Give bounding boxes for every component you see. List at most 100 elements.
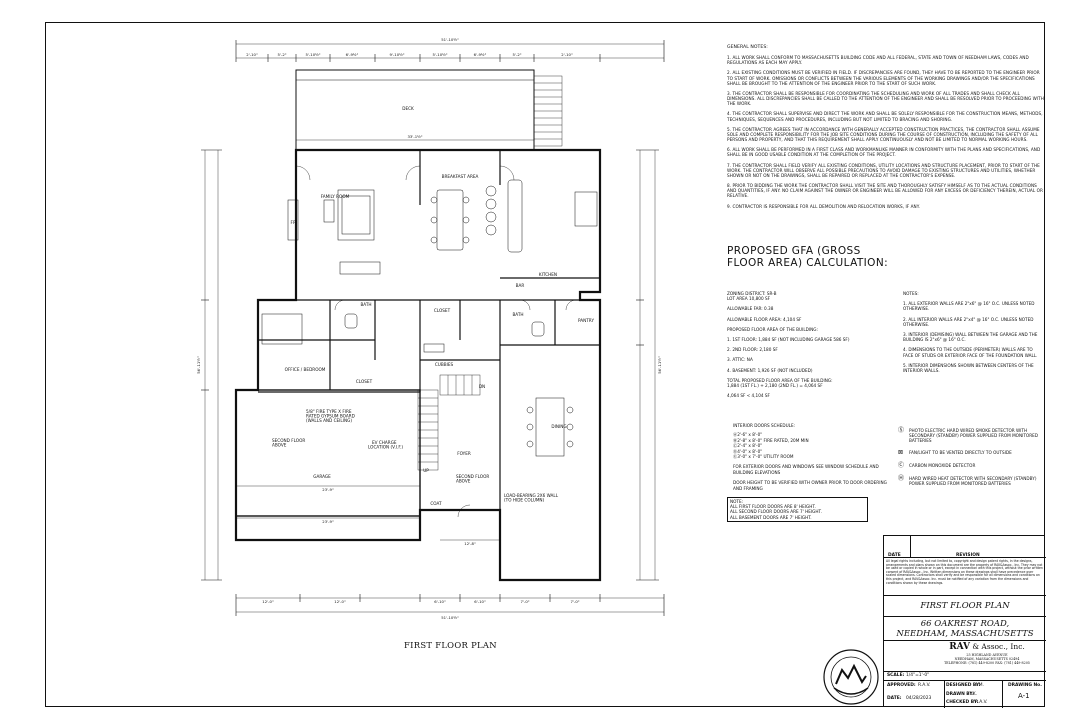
revision-date-label: DATE bbox=[888, 553, 901, 558]
ev-charge-note: EV CHARGE LOCATION (V.I.F.) bbox=[368, 440, 403, 449]
door-extra-2: DOOR HEIGHT TO BE VERIFIED WITH OWNER PR… bbox=[733, 480, 887, 491]
symbol-legend: Ⓢ PHOTO ELECTRIC HARD WIRED SMOKE DETECT… bbox=[898, 427, 1048, 493]
drawing-no-label: DRAWING No. bbox=[1008, 683, 1042, 688]
cubbies-label: CUBBIES bbox=[435, 362, 454, 367]
dim-top-seg-2: 5'-2" bbox=[278, 52, 287, 57]
closet-2-label: CLOSET bbox=[356, 379, 373, 384]
note-4: 4. DIMENSIONS TO THE OUTSIDE (PERIMETER)… bbox=[903, 347, 1038, 358]
second-floor-above-garage-line2: ABOVE bbox=[272, 442, 287, 447]
ev-charge-note-line1: EV CHARGE bbox=[372, 440, 397, 445]
second-floor-above-garage-line1: SECOND FLOOR bbox=[272, 438, 305, 443]
drawn-label: DRAWN BY: bbox=[946, 692, 974, 697]
scale-rule bbox=[884, 671, 1046, 672]
designed-value: I.M. bbox=[976, 683, 984, 688]
deck-label: DECK bbox=[402, 106, 414, 111]
dim-right-total: 56'-11½" bbox=[657, 356, 662, 374]
gfa-line-6: 2. 2ND FLOOR: 2,180 SF bbox=[727, 347, 778, 353]
gfa-title: PROPOSED GFA (GROSS FLOOR AREA) CALCULAT… bbox=[727, 245, 889, 269]
bar-label: BAR bbox=[516, 283, 525, 288]
garage-label: GARAGE bbox=[313, 474, 331, 479]
deck-stairs bbox=[533, 75, 563, 147]
revision-table: DATE REVISION bbox=[884, 536, 1046, 558]
gfa-line-8: 4. BASEMENT: 1,926 SF (NOT INCLUDED) bbox=[727, 367, 813, 373]
load-bearing-note-line1: LOAD-BEARING 2X6 WALL bbox=[504, 493, 559, 498]
title-block: DATE REVISION All legal rights including… bbox=[823, 535, 1046, 708]
note-5: 5. INTERIOR DIMENSIONS SHOWN BETWEEN CEN… bbox=[903, 362, 1034, 374]
door-height-note-box: NOTE: ALL FIRST FLOOR DOORS ARE 8' HEIGH… bbox=[727, 497, 868, 522]
breakfast-area-label: BREAKFAST AREA bbox=[442, 174, 479, 179]
dim-bottom-seg-2: 12'-0" bbox=[334, 599, 346, 604]
legend-text: PHOTO ELECTRIC HARD WIRED SMOKE DETECTOR… bbox=[909, 428, 1038, 444]
general-note-3: 3. THE CONTRACTOR SHALL BE RESPONSIBLE F… bbox=[727, 90, 1044, 107]
sheet-title: FIRST FLOOR PLAN bbox=[884, 595, 1046, 617]
firm-name-bold: RAV bbox=[949, 642, 970, 652]
dimension-ticks bbox=[201, 40, 665, 616]
date-label: DATE: bbox=[887, 696, 902, 701]
fire-rated-note-line1: 5/8" FIRE TYPE X FIRE bbox=[306, 409, 352, 414]
designed-label: DESIGNED BY: bbox=[946, 683, 981, 688]
approved-label: APPROVED: bbox=[887, 683, 916, 688]
firm-address-line1: 25 HIGHLAND AVENUE bbox=[966, 653, 1008, 657]
second-floor-above-foyer-line2: ABOVE bbox=[456, 478, 471, 483]
dim-bottom-seg-6: 7'-0" bbox=[571, 599, 580, 604]
firm-address: 25 HIGHLAND AVENUE NEEDHAM, MASSACHUSETT… bbox=[928, 653, 1046, 666]
load-bearing-note: LOAD-BEARING 2X6 WALL (TO HIDE COLUMN) bbox=[504, 493, 559, 502]
plan-title: FIRST FLOOR PLAN bbox=[404, 640, 497, 650]
furniture bbox=[261, 179, 598, 457]
ev-charge-note-line2: LOCATION (V.I.F.) bbox=[368, 444, 403, 449]
dim-top-seg-1: 2'-10" bbox=[246, 52, 258, 57]
door-swings bbox=[295, 165, 577, 518]
dim-bottom-seg-1: 12'-0" bbox=[262, 599, 274, 604]
main-stairs bbox=[417, 374, 481, 471]
general-notes: GENERAL NOTES: 1. ALL WORK SHALL CONFORM… bbox=[727, 45, 1047, 214]
title-rule bbox=[884, 640, 1046, 641]
general-note-4: 4. THE CONTRACTOR SHALL SUPERVISE AND DI… bbox=[727, 111, 1043, 122]
legend-fan-light: ⊠ FAN/LIGHT TO BE VENTED DIRECTLY TO OUT… bbox=[898, 450, 1048, 456]
note-3: 3. INTERIOR (DEMISING) WALL BETWEEN THE … bbox=[903, 332, 1038, 343]
fire-rated-note: 5/8" FIRE TYPE X FIRE RATED GYPSUM BOARD… bbox=[306, 409, 356, 423]
general-note-2: 2. ALL EXISTING CONDITIONS MUST BE VERIF… bbox=[727, 70, 1040, 86]
general-note-5: 5. THE CONTRACTOR AGREES THAT IN ACCORDA… bbox=[727, 126, 1040, 142]
dim-overall-top: 51'-10½" bbox=[441, 37, 459, 42]
gfa-calculation: ZONING DISTRICT: SR-B LOT AREA 10,800 SF… bbox=[727, 291, 887, 403]
drawing-sheet-border bbox=[45, 22, 1045, 707]
dim-top-seg-9: 2'-10" bbox=[561, 52, 573, 57]
door-item-b: Ⓑ2'-8" x 8'-0" FIRE RATED, 20M MIN bbox=[733, 437, 809, 443]
interior-doors-schedule: INTERIOR DOORS SCHEDULE: Ⓐ2'-6" x 8'-0" … bbox=[733, 423, 893, 491]
interior-walls bbox=[258, 150, 600, 580]
bath-2-label: BATH bbox=[512, 312, 523, 317]
drawn-value: I.K. bbox=[970, 692, 977, 697]
load-bearing-note-line2: (TO HIDE COLUMN) bbox=[504, 497, 545, 502]
dim-garage-width-2: 23'-9" bbox=[322, 519, 334, 524]
firm-address-line2: NEEDHAM, MASSACHUSETTS 02494 bbox=[954, 657, 1020, 662]
general-note-6: 6. ALL WORK SHALL BE PERFORMED IN A FIRS… bbox=[727, 147, 1041, 158]
general-notes-heading: GENERAL NOTES: bbox=[727, 45, 768, 50]
dim-foyer-width: 12'-8" bbox=[464, 541, 476, 546]
dining-label: DINING bbox=[551, 424, 566, 429]
family-room-label: FAMILY ROOM bbox=[321, 194, 350, 199]
legend-text: CARBON MONOXIDE DETECTOR bbox=[909, 463, 976, 469]
general-note-9: 9. CONTRACTOR IS RESPONSIBLE FOR ALL DEM… bbox=[727, 203, 920, 209]
gfa-line-5: 1. 1ST FLOOR: 1,884 SF (NOT INCLUDING GA… bbox=[727, 337, 850, 343]
firm-name-rest: & Assoc., Inc. bbox=[969, 642, 1025, 651]
gfa-line-9: TOTAL PROPOSED FLOOR AREA OF THE BUILDIN… bbox=[727, 377, 833, 389]
foyer-label: FOYER bbox=[457, 451, 471, 456]
tb-divider-2 bbox=[1002, 680, 1003, 708]
legend-smoke-detector: Ⓢ PHOTO ELECTRIC HARD WIRED SMOKE DETECT… bbox=[898, 427, 1048, 444]
dim-top-seg-3: 5'-10½" bbox=[305, 52, 320, 57]
dim-left-total: 56'-11½" bbox=[196, 356, 201, 374]
dim-deck-width: 33'-1½" bbox=[407, 134, 422, 139]
legend-text: FAN/LIGHT TO BE VENTED DIRECTLY TO OUTSI… bbox=[909, 450, 1012, 456]
project-address-line2: NEEDHAM, MASSACHUSETTS bbox=[896, 629, 1034, 639]
dim-bottom-seg-4: 6'-10" bbox=[474, 599, 486, 604]
legend-text: HARD WIRED HEAT DETECTOR WITH SECONDARY … bbox=[909, 476, 1037, 487]
fireplace-label: FP bbox=[291, 220, 296, 225]
dim-top-seg-7: 6'-9½" bbox=[474, 52, 487, 57]
kitchen-label: KITCHEN bbox=[539, 272, 557, 277]
heat-detector-icon: Ⓗ bbox=[898, 475, 905, 483]
approved-value: R.A.V. bbox=[918, 683, 931, 688]
gfa-line-4: PROPOSED FLOOR AREA OF THE BUILDING: bbox=[727, 326, 818, 332]
firm-name: RAV & Assoc., Inc. bbox=[928, 642, 1046, 652]
drawing-no-value: A-1 bbox=[1018, 692, 1030, 700]
dim-garage-width-1: 23'-9" bbox=[322, 487, 334, 492]
